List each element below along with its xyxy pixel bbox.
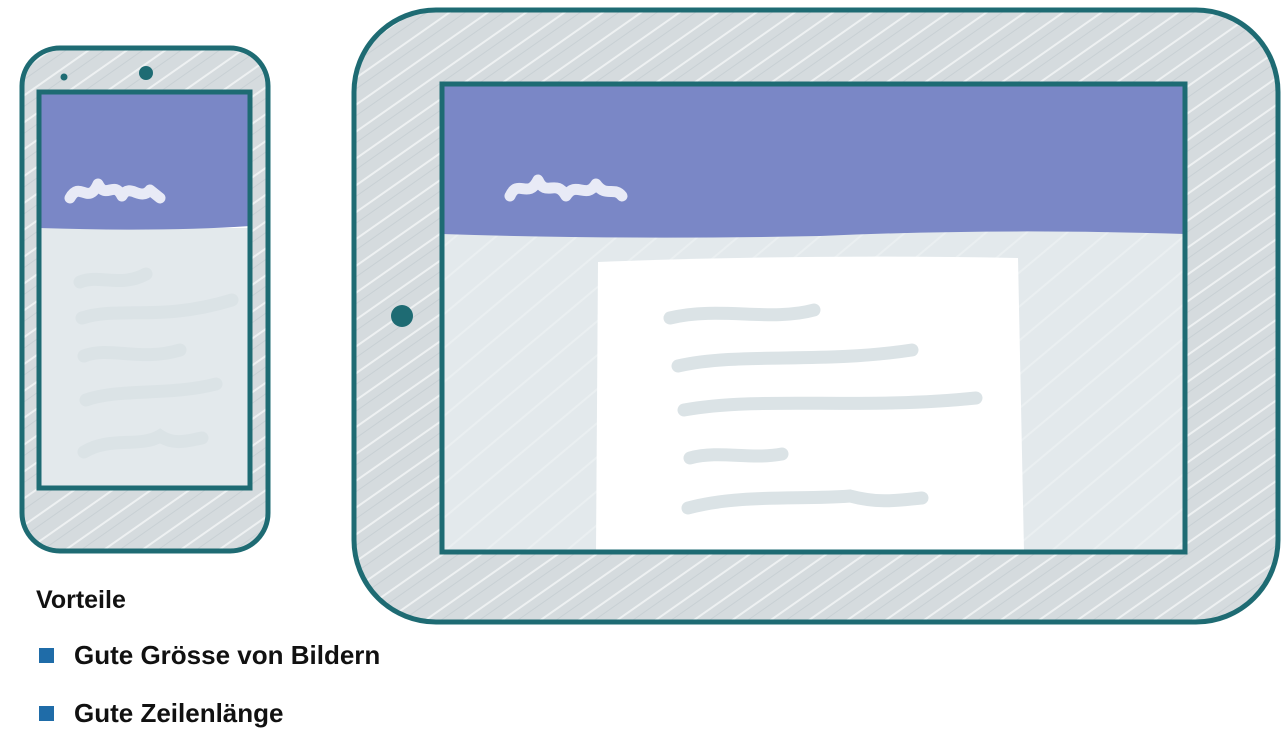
list-item: Gute Grösse von Bildern [36, 637, 456, 673]
phone-camera-icon [139, 66, 153, 80]
tablet-device [351, 7, 1281, 625]
list-item-label: Gute Zeilenlänge [74, 698, 284, 728]
tablet-screen [439, 81, 1188, 555]
phone-title-scribble [64, 178, 166, 204]
phone-text-lines [73, 267, 239, 459]
tablet-home-button-icon [391, 305, 413, 327]
phone-screen [36, 89, 253, 491]
phone-sensor-dot [60, 73, 68, 81]
tablet-header-bar [442, 84, 1185, 238]
list-item: Gute Zeilenlänge [36, 695, 456, 731]
phone-device [19, 45, 271, 554]
advantages-heading: Vorteile [36, 586, 126, 614]
list-item-label: Gute Grösse von Bildern [74, 640, 381, 670]
tablet-title-scribble [504, 174, 628, 202]
phone-header-bar [39, 92, 250, 230]
square-bullet-icon [39, 648, 54, 663]
advantages-list: Gute Grösse von Bildern Gute Zeilenlänge [36, 637, 456, 731]
tablet-text-lines [663, 303, 983, 515]
square-bullet-icon [39, 706, 54, 721]
advantages-section: Vorteile Gute Grösse von Bildern Gute Ze… [36, 586, 456, 736]
